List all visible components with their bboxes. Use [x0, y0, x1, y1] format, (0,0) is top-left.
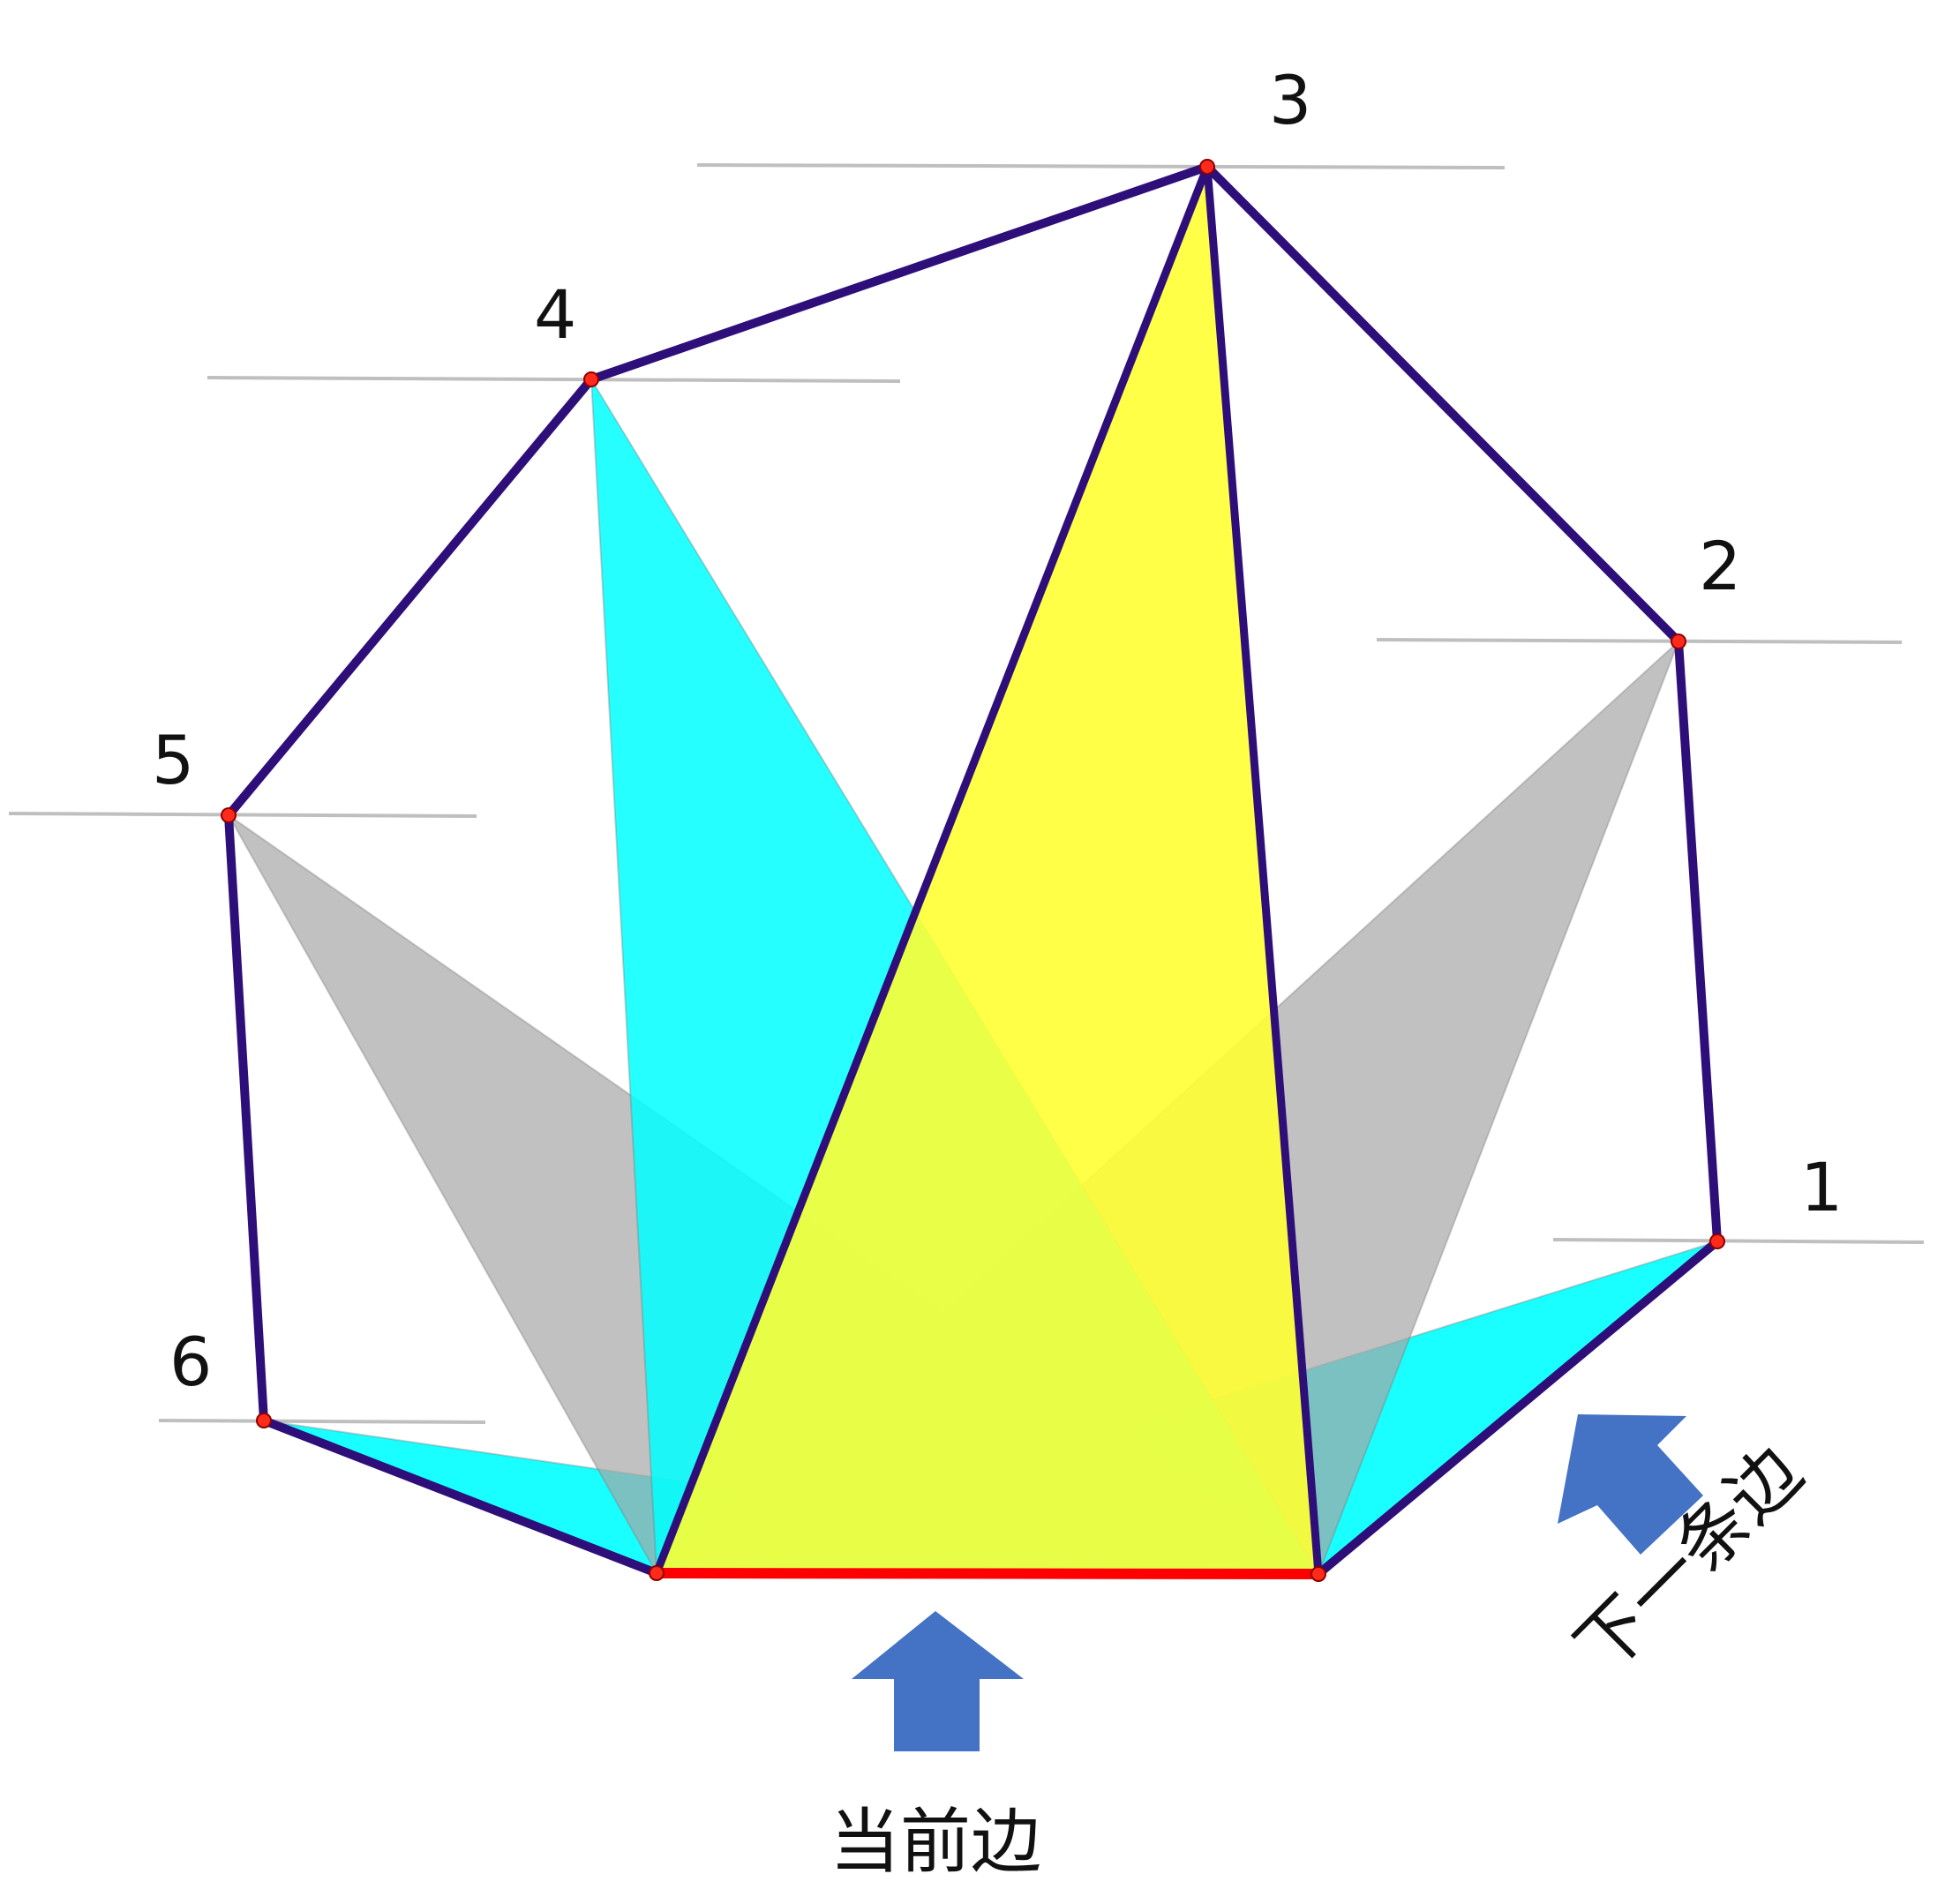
vertex-dot-2 [1671, 633, 1686, 649]
vertex-label-4: 4 [534, 275, 576, 354]
hull-edge-4-5 [224, 375, 596, 820]
current-edge-caption: 当前边 [830, 1801, 1041, 1883]
vertex-dot-A [649, 1565, 665, 1581]
vertex-label-1: 1 [1800, 1148, 1843, 1226]
vertex-dot-3 [1199, 159, 1215, 175]
hull-edge-1-2 [1674, 637, 1722, 1246]
vertex-label-6: 6 [169, 1323, 212, 1401]
current-edge-arrow [852, 1611, 1024, 1751]
vertex-dots [221, 159, 1725, 1582]
guide-lines [8, 163, 1925, 1424]
convex-hull-edges [224, 162, 1722, 1578]
guide-line-3 [696, 163, 1506, 169]
hull-edge-3-4 [587, 162, 1212, 384]
hull-edge-5-6 [224, 811, 268, 1425]
diagonal-B-3 [1203, 166, 1323, 1575]
vertex-dot-B [1310, 1566, 1326, 1582]
vertex-dot-6 [256, 1413, 272, 1428]
vertex-labels: 1 2 3 4 5 6 [152, 61, 1843, 1401]
guide-line-1 [1552, 1238, 1925, 1244]
vertex-label-3: 3 [1269, 61, 1311, 139]
hull-edge-6-A [259, 1416, 661, 1578]
guide-line-5 [8, 812, 477, 818]
diagonal-A-3 [652, 165, 1212, 1575]
vertex-label-5: 5 [152, 721, 194, 799]
guide-line-6 [158, 1419, 486, 1424]
diagonal-edges [652, 165, 1323, 1575]
vertex-label-2: 2 [1699, 527, 1741, 605]
current-edge-line [656, 1568, 1319, 1579]
next-edge-arrow [1558, 1414, 1703, 1555]
guide-line-2 [1376, 638, 1903, 644]
hull-edge-B-1 [1314, 1237, 1722, 1578]
hull-edge-2-3 [1203, 162, 1683, 646]
vertex-dot-5 [221, 807, 237, 823]
vertex-dot-4 [583, 371, 599, 387]
guide-line-4 [207, 376, 901, 383]
vertex-dot-1 [1709, 1233, 1725, 1249]
